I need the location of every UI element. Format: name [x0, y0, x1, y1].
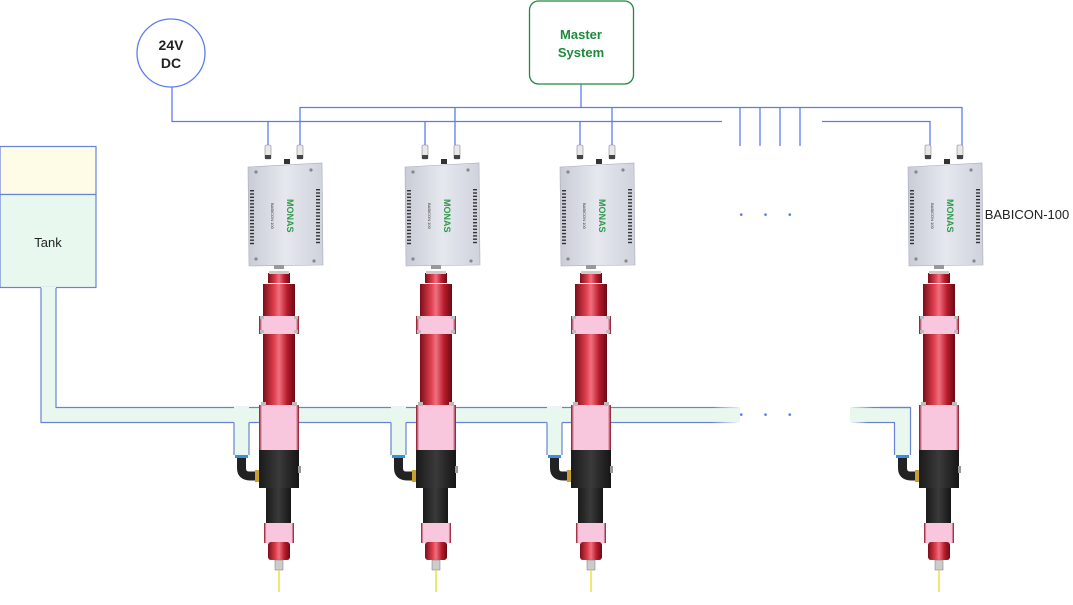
main-pipe-fill: [41, 287, 740, 422]
dispenser-valve-block: [919, 405, 959, 451]
fluid-pipes: [40, 287, 912, 455]
fitting-icon: [896, 455, 909, 458]
controller-brand-logo: MONAS: [285, 199, 295, 233]
dispenser-base: [919, 450, 959, 488]
dispenser-base: [416, 450, 456, 488]
dispenser-valve: [235, 271, 301, 592]
pipe-wall-top: [55, 288, 600, 409]
dispenser-tip: [580, 542, 602, 560]
dispenser-collar: [919, 316, 959, 334]
dispenser-tip: [425, 542, 447, 560]
dispenser-unit: MONAS BABICON 100: [548, 144, 636, 592]
power-label-line1: 24V: [159, 37, 185, 53]
screw-icon: [624, 259, 628, 263]
dispenser-body: [923, 284, 955, 406]
needle: [934, 559, 944, 571]
dispenser-base: [571, 450, 611, 488]
screw-icon: [411, 257, 415, 261]
screw-icon: [309, 168, 313, 172]
dispenser-unit: MONAS BABICON 100: [392, 144, 481, 592]
dispenser-neck: [266, 488, 291, 525]
screw-icon: [972, 259, 976, 263]
dispenser-tip: [928, 542, 950, 560]
dispenser-valve: [548, 271, 613, 592]
controller-device-text: BABICON 100: [427, 203, 432, 230]
master-label-line2: System: [558, 45, 604, 60]
controller-model-label: BABICON-100: [985, 207, 1070, 222]
pipe-branch: [547, 407, 562, 455]
screw-icon: [969, 168, 973, 172]
screw-icon: [566, 170, 570, 174]
dispenser-body: [263, 284, 295, 406]
dispenser-neck: [926, 488, 951, 525]
dispenser-valve-block: [571, 405, 611, 451]
end-pipe-wall: [880, 406, 912, 455]
more-units-ellipsis: • • •: [739, 210, 800, 221]
needle: [586, 559, 596, 571]
dispenser-valve-block: [416, 405, 456, 451]
signal-bus-wire: [299, 106, 963, 145]
power-bus-wire: [171, 87, 722, 123]
dispenser-tip-collar: [924, 523, 954, 543]
controller-device-text: BABICON 100: [270, 203, 275, 230]
dispenser-neck: [423, 488, 448, 525]
screw-icon: [914, 170, 918, 174]
dispenser-tip-collar: [421, 523, 451, 543]
dispenser-base: [259, 450, 299, 488]
controller-box: MONAS BABICON 100: [907, 144, 984, 269]
fitting-icon: [235, 455, 248, 458]
dispenser-valve: [392, 271, 458, 592]
dispenser-valve-block: [259, 405, 299, 451]
wiring: [171, 84, 963, 146]
screw-icon: [914, 257, 918, 261]
dispenser-collar: [259, 316, 299, 334]
dispenser-neck: [578, 488, 603, 525]
more-pipes-ellipsis: • • •: [739, 410, 800, 421]
screw-icon: [469, 259, 473, 263]
fitting-icon: [548, 455, 561, 458]
dispenser-collar: [416, 316, 456, 334]
dispenser-units: MONAS BABICON 100 MONAS BABICON 100 MONAS BAB…: [235, 144, 984, 592]
controller-brand-logo: MONAS: [945, 199, 955, 233]
screw-icon: [566, 257, 570, 261]
pipe-wall-bottom: [40, 288, 600, 424]
master-system-node: Master System: [528, 0, 635, 85]
screw-icon: [621, 168, 625, 172]
fitting-icon: [392, 455, 405, 458]
dispenser-tip: [268, 542, 290, 560]
dispenser-valve: [896, 271, 961, 592]
controller-device-text: BABICON 100: [582, 203, 587, 230]
dispenser-unit: MONAS BABICON 100: [896, 144, 984, 592]
controller-box: MONAS BABICON 100: [247, 144, 324, 269]
needle: [274, 559, 284, 571]
pipe-branch: [234, 407, 249, 455]
controller-brand-logo: MONAS: [597, 199, 607, 233]
needle: [431, 559, 441, 571]
tank-headspace: [0, 145, 97, 196]
dispenser-tip-collar: [576, 523, 606, 543]
dispenser-tip-collar: [264, 523, 294, 543]
controller-box: MONAS BABICON 100: [559, 144, 636, 269]
controller-brand-logo: MONAS: [442, 199, 452, 233]
controller-box: MONAS BABICON 100: [404, 144, 481, 269]
master-label-line1: Master: [560, 27, 602, 42]
dispenser-body: [420, 284, 452, 406]
pipe-fade: [600, 407, 760, 422]
pipe-branch: [391, 407, 406, 455]
screw-icon: [466, 168, 470, 172]
tank: [0, 193, 97, 289]
screw-icon: [254, 170, 258, 174]
power-bus-wire-end: [822, 120, 931, 145]
power-label-line2: DC: [161, 55, 181, 71]
controller-device-text: BABICON 100: [930, 203, 935, 230]
dispenser-unit: MONAS BABICON 100: [235, 144, 324, 592]
dispenser-body: [575, 284, 607, 406]
screw-icon: [254, 257, 258, 261]
screw-icon: [411, 170, 415, 174]
dispenser-collar: [571, 316, 611, 334]
power-supply-node: 24V DC: [136, 18, 206, 88]
screw-icon: [312, 259, 316, 263]
tank-label: Tank: [34, 235, 62, 250]
